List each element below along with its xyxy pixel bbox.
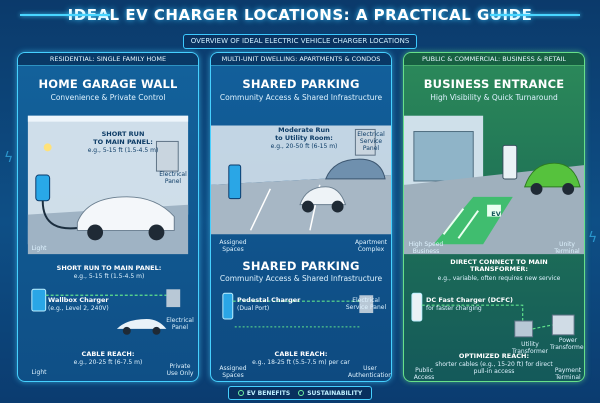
panel-subtitle: Convenience & Private Control: [50, 93, 166, 102]
pedestal-charger-icon: [228, 164, 242, 200]
parking-spot-text: EV: [491, 210, 501, 218]
panel-residential: RESIDENTIAL: SINGLE FAMILY HOME HOME GAR…: [17, 52, 199, 382]
mid-title: SHARED PARKING: [242, 259, 360, 273]
bolt-icon: ϟ: [4, 150, 14, 166]
footer-item2: SUSTAINABILITY: [307, 389, 363, 397]
callout-line2: TO MAIN PANEL:: [93, 138, 153, 146]
subtitle-banner: OVERVIEW OF IDEAL ELECTRIC VEHICLE CHARG…: [183, 34, 417, 49]
diagram-heading-sub: e.g., variable, often requires new servi…: [437, 275, 561, 282]
panel-tag: MULTI-UNIT DWELLING: APARTMENTS & CONDOS: [211, 53, 391, 66]
electrical-panel-icon: [155, 140, 179, 172]
scene-left-label: High Speed Business: [408, 241, 444, 255]
parking-scene: [211, 125, 391, 235]
payment-terminal-label: Payment Terminal: [554, 367, 582, 381]
panel-title: SHARED PARKING: [242, 77, 360, 91]
diagram-heading: DIRECT CONNECT TO MAIN TRANSFORMER:: [450, 258, 548, 273]
diagram-heading-sub: e.g., 5-15 ft (1.5-4.5 m): [73, 273, 145, 280]
lightbulb-icon-label: Light: [31, 369, 47, 376]
scene-light-label: Light: [31, 245, 47, 252]
charger-name: Pedestal Charger: [237, 296, 301, 304]
panel-commercial: PUBLIC & COMMERCIAL: BUSINESS & RETAIL B…: [403, 52, 585, 382]
utility-label: Utility Transformer: [511, 341, 548, 355]
scene-panel-label: Electrical Service Panel: [357, 131, 385, 152]
parking-icon-label: Assigned Spaces: [219, 365, 247, 379]
sustainability-item: SUSTAINABILITY: [298, 390, 362, 397]
ev-benefits-item: EV BENEFITS: [237, 389, 291, 397]
reach-heading: OPTIMIZED REACH:: [458, 352, 530, 360]
footer-bar: EV BENEFITS SUSTAINABILITY: [228, 386, 372, 400]
bolt-icon: ϟ: [588, 230, 598, 246]
scene-right-label: Apartment Complex: [354, 239, 388, 253]
dcfc-charger-icon: [502, 144, 518, 180]
lock-icon-label: Private Use Only: [166, 363, 194, 377]
callout-line1: Moderate Run: [278, 126, 330, 134]
scene-right-label: Unity Terminal: [554, 241, 580, 255]
commercial-diagram: [411, 292, 575, 338]
panel-multi-unit: MULTI-UNIT DWELLING: APARTMENTS & CONDOS…: [210, 52, 392, 382]
panel-title: BUSINESS ENTRANCE: [423, 77, 565, 91]
diagram-heading: SHORT RUN TO MAIN PANEL:: [56, 264, 162, 272]
public-access-label: Public Access: [413, 367, 435, 381]
panel-title: HOME GARAGE WALL: [38, 77, 178, 91]
charger-name: Wallbox Charger: [48, 296, 109, 304]
residential-diagram: [31, 288, 181, 335]
charger-detail: for faster charging: [426, 305, 482, 312]
panel-tag: RESIDENTIAL: SINGLE FAMILY HOME: [18, 53, 198, 66]
garage-scene: [27, 115, 189, 255]
mid-subtitle: Community Access & Shared Infrastructure: [219, 274, 383, 283]
recycle-icon: [298, 390, 305, 396]
panel-subtitle: Community Access & Shared Infrastructure: [219, 93, 383, 102]
diagram-panel-label: Electrical Service Panel: [345, 297, 387, 311]
service-panel-icon: [354, 128, 376, 156]
reach-heading: CABLE REACH:: [274, 350, 328, 358]
reach-detail: e.g., 18-25 ft (5.5-7.5 m) per car: [252, 359, 350, 366]
callout-line2: to Utility Room:: [275, 134, 333, 142]
panel-subtitle: High Visibility & Quick Turnaround: [430, 93, 558, 102]
multi-unit-diagram: [222, 292, 374, 328]
charger-detail: (e.g., Level 2, 240V): [48, 305, 109, 312]
reach-detail: e.g., 20-25 ft (6-7.5 m): [73, 359, 143, 366]
page-title: IDEAL EV CHARGER LOCATIONS: A PRACTICAL …: [67, 6, 533, 24]
scene-panel-label: Electrical Panel: [159, 171, 187, 185]
reach-heading: CABLE REACH:: [81, 350, 135, 358]
panel-tag: PUBLIC & COMMERCIAL: BUSINESS & RETAIL: [404, 53, 584, 66]
title-decor-right: [490, 14, 580, 16]
reach-detail: shorter cables (e.g., 15-20 ft) for dire…: [435, 361, 553, 375]
diagram-panel-label: Electrical Panel: [166, 317, 194, 331]
title-decor-left: [20, 14, 110, 16]
leaf-icon: [237, 390, 244, 396]
footer-item1: EV BENEFITS: [246, 389, 291, 397]
callout-line3: e.g., 5-15 ft (1.5-4.5 m): [87, 147, 159, 154]
business-scene: [404, 115, 584, 255]
key-icon-label: User Authentication: [347, 365, 392, 379]
charger-detail: (Dual Port): [237, 305, 270, 312]
wall-charger-icon: [35, 174, 51, 202]
transformer-label: Power Transformer: [550, 337, 585, 351]
charger-name: DC Fast Charger (DCFC): [426, 296, 513, 304]
scene-left-label: Assigned Spaces: [219, 239, 247, 253]
callout-line1: SHORT RUN: [101, 130, 145, 138]
callout-line3: e.g., 20-50 ft (6-15 m): [270, 143, 338, 150]
